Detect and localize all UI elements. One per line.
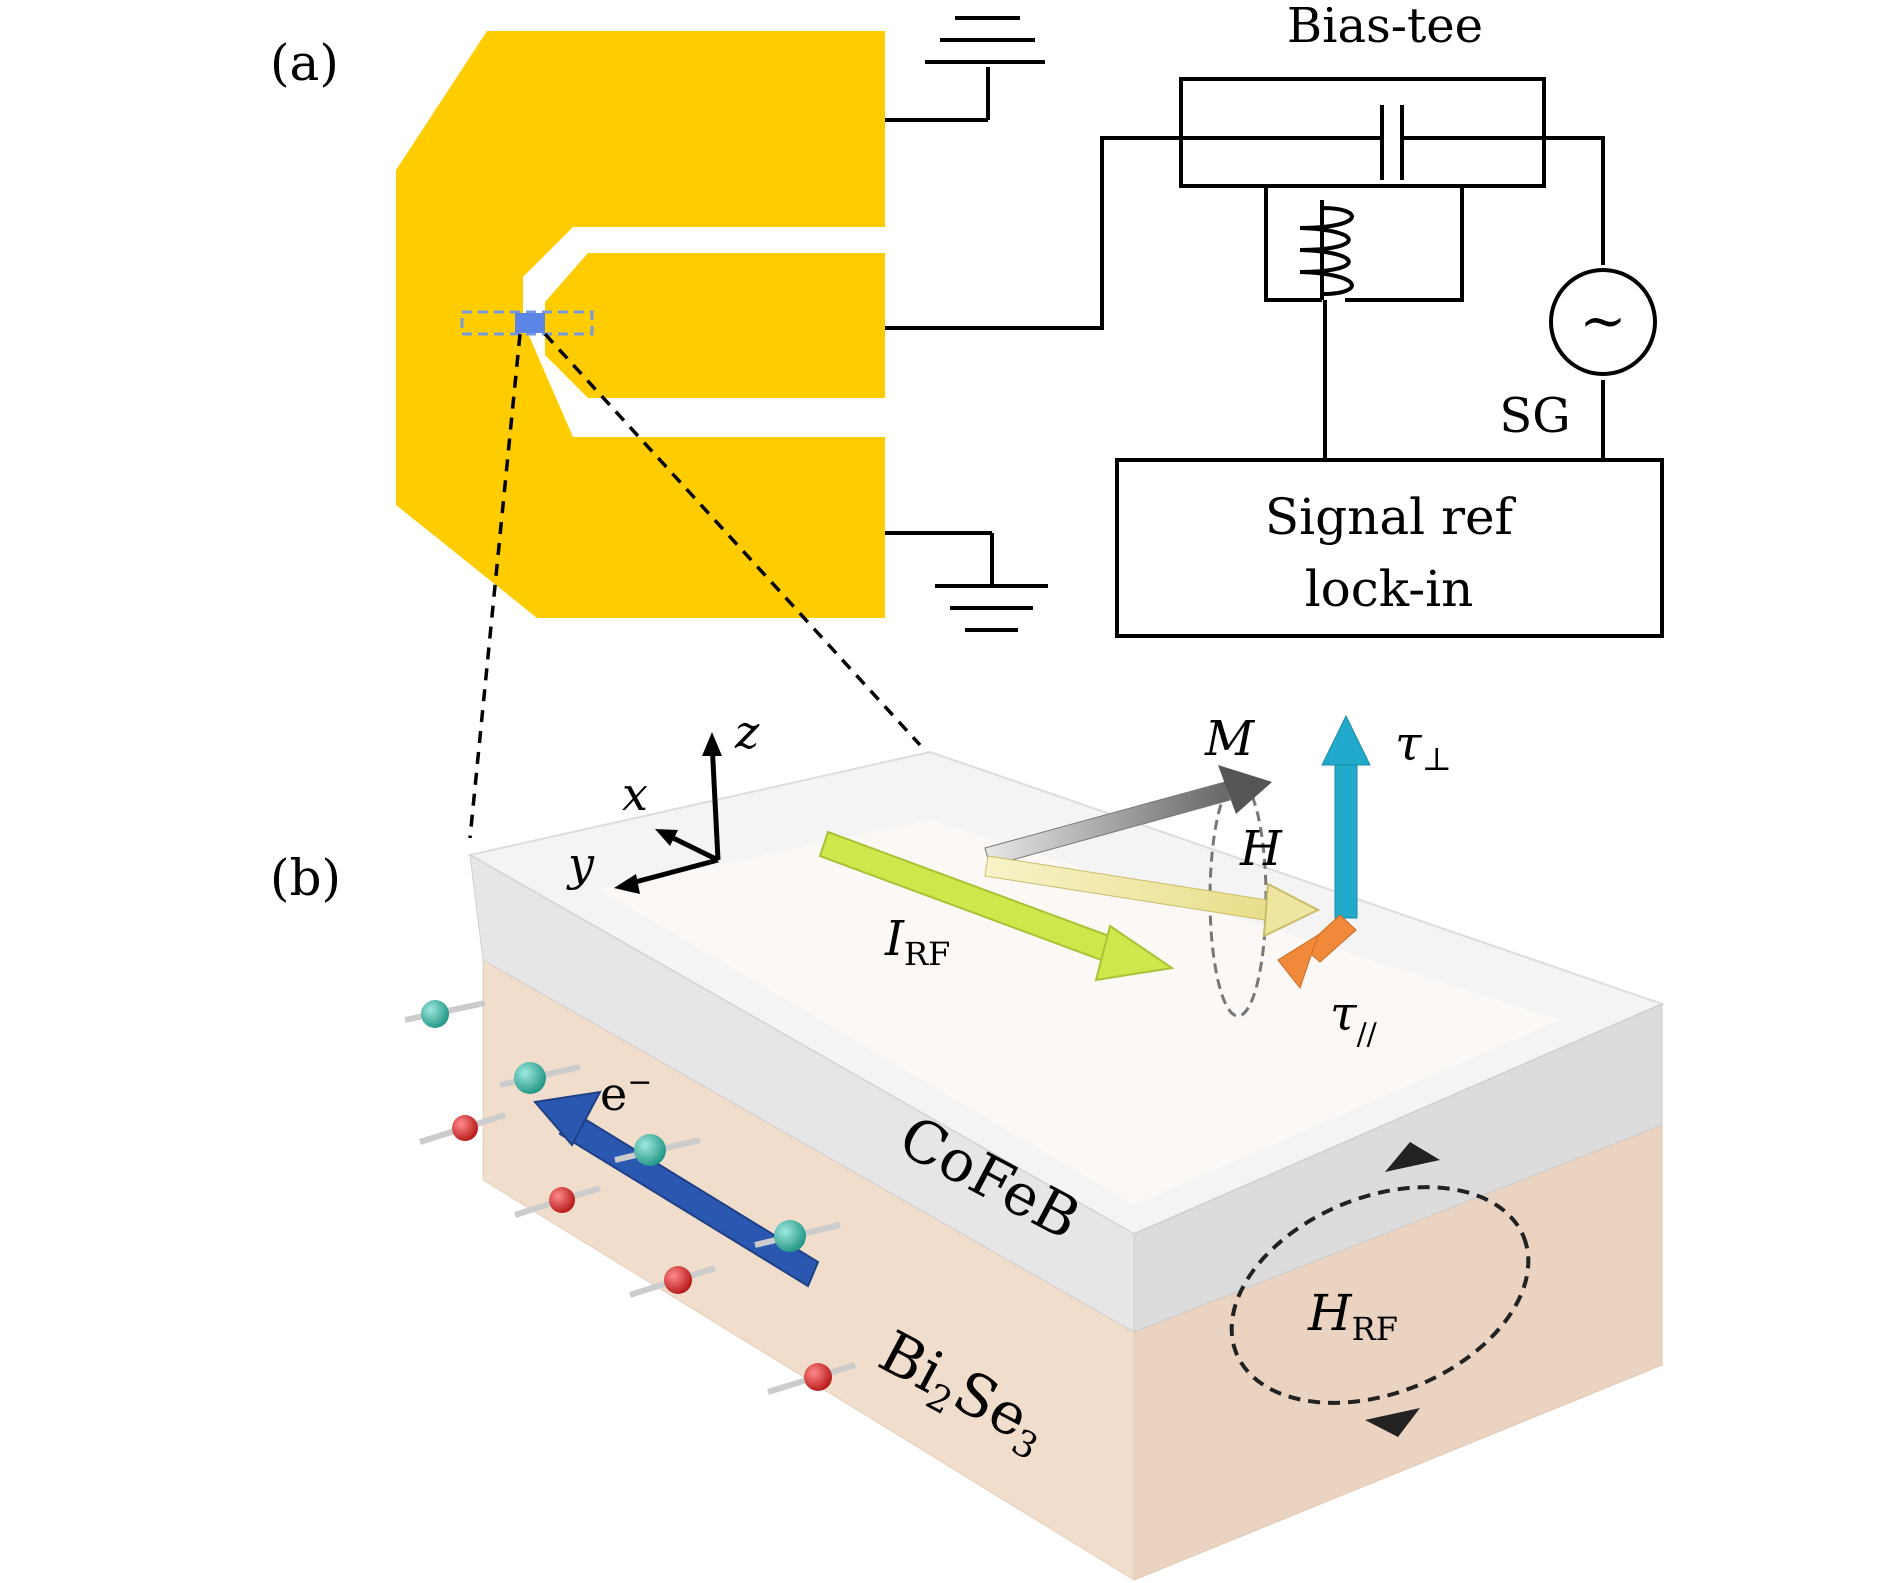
spin-teal-3: [614, 1134, 701, 1166]
hrf-sub: RF: [1352, 1310, 1398, 1348]
irf-label: IRF: [884, 911, 950, 973]
electron-sup: −: [627, 1065, 652, 1100]
zoom-lines: [468, 332, 922, 839]
sample-region-dashed-box: [460, 310, 594, 336]
tau-par-arrow: [1277, 914, 1357, 990]
signal-generator-label: SG: [1499, 388, 1570, 444]
spin-red-2: [514, 1185, 601, 1218]
battery-symbol: [885, 16, 1045, 122]
hrf-loop: [1229, 1185, 1531, 1405]
tau-par-sub: //: [1357, 1017, 1378, 1052]
waveguide-signal-line: [545, 253, 885, 398]
tau-perp-arrow: [1321, 714, 1371, 919]
spin-red-3: [629, 1265, 716, 1298]
spin-carriers: [404, 1000, 856, 1395]
hrf-arrowhead-bottom: [1365, 1408, 1420, 1437]
tau-perp-main: τ: [1395, 716, 1423, 772]
irf-arrow: [818, 830, 1175, 982]
panel-b: (b) z x y: [270, 705, 1665, 1581]
cofeb-inner-highlight: [600, 820, 1560, 1205]
bias-tee-label: Bias-tee: [1287, 0, 1483, 54]
hrf-label: HRF: [1307, 1284, 1398, 1348]
spin-teal-1: [404, 1000, 486, 1028]
signal-generator-symbol: ~: [1580, 289, 1627, 354]
signal-generator: ~ SG: [1499, 268, 1657, 444]
spin-red-1: [419, 1112, 506, 1145]
coordinate-axes: z x y: [566, 705, 760, 894]
axis-y-label: y: [566, 837, 595, 891]
electron-flow-arrow: [533, 1090, 820, 1288]
hrf-arrowhead-top: [1385, 1142, 1440, 1172]
tau-perp-label: τ⊥: [1395, 716, 1452, 778]
spin-teal-2: [499, 1062, 581, 1094]
coplanar-waveguide: [396, 31, 885, 618]
waveguide-outer-ground: [396, 31, 885, 618]
tau-perp-sub: ⊥: [1422, 740, 1452, 778]
spin-red-4: [767, 1362, 856, 1395]
bias-tee-box: [1179, 77, 1546, 188]
lock-in-box: [1115, 458, 1664, 638]
signal-generator-circle: [1549, 268, 1657, 376]
tau-par-label: τ//: [1330, 986, 1378, 1052]
m-label: M: [1204, 711, 1256, 767]
panel-b-label: (b): [270, 849, 341, 907]
irf-label-sub: RF: [904, 935, 950, 973]
axis-z-label: z: [734, 705, 760, 759]
axis-x-label: x: [622, 767, 648, 821]
hrf-main: H: [1307, 1284, 1353, 1342]
oersted-field-loop: HRF: [1229, 1142, 1531, 1437]
circuit-wires: [885, 136, 1605, 460]
lock-in-line-2: lock-in: [1305, 560, 1474, 618]
panel-a: (a): [270, 0, 1664, 839]
electron-main: e: [600, 1067, 627, 1121]
inductor-coil: [1299, 200, 1354, 300]
h-label: H: [1239, 821, 1283, 877]
sample-region-marker: [515, 313, 545, 333]
lock-in-amplifier: Signal ref lock-in: [1115, 458, 1664, 638]
lock-in-line-1: Signal ref: [1265, 488, 1517, 546]
tau-par-main: τ: [1330, 986, 1358, 1042]
spin-teal-4: [754, 1220, 841, 1252]
panel-a-label: (a): [270, 34, 339, 92]
electron-label: e−: [600, 1065, 652, 1121]
ground-symbol: [885, 531, 1048, 632]
h-arrow: [984, 855, 1321, 938]
cofeb-layer: [467, 750, 1665, 1333]
irf-label-main: I: [884, 911, 905, 967]
bias-tee: Bias-tee: [1179, 0, 1546, 318]
